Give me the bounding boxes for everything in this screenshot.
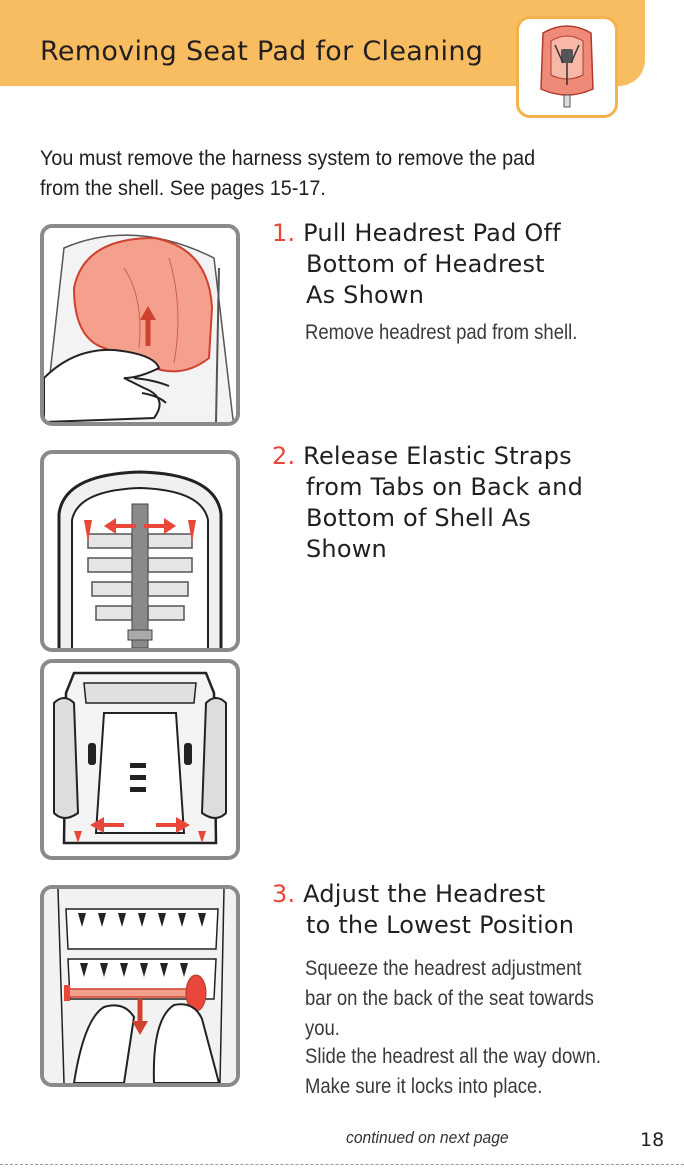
page-title: Removing Seat Pad for Cleaning	[40, 36, 484, 67]
step-2-heading-line-1: Release Elastic Straps	[303, 442, 572, 470]
headrest-pad-illustration	[40, 224, 240, 426]
shell-back-illustration	[40, 450, 240, 652]
page-bottom-rule	[0, 1164, 684, 1165]
continued-note: continued on next page	[346, 1128, 509, 1147]
page-number: 18	[640, 1129, 665, 1151]
step-3-body-line-3: you.	[305, 1016, 340, 1040]
step-2-heading-line-2: from Tabs on Back and	[306, 473, 584, 501]
step-2-heading: 2. Release Elastic Straps from Tabs on B…	[272, 441, 583, 565]
shell-bottom-illustration	[40, 659, 240, 860]
step-3-heading-line-2: to the Lowest Position	[306, 911, 575, 939]
step-3-number: 3.	[272, 880, 296, 908]
step-1-heading-line-1: Pull Headrest Pad Off	[303, 219, 561, 247]
step-3-body-line-5: Make sure it locks into place.	[305, 1074, 543, 1098]
step-2-number: 2.	[272, 442, 296, 470]
intro-text: You must remove the harness system to re…	[40, 143, 592, 203]
step-3-body-paragraph-1: Squeeze the headrest adjustment bar on t…	[305, 953, 615, 1043]
step-1-number: 1.	[272, 219, 296, 247]
car-seat-icon	[516, 16, 618, 118]
step-3-body-line-2: bar on the back of the seat towards	[305, 986, 594, 1010]
step-3-body-line-1: Squeeze the headrest adjustment	[305, 956, 582, 980]
step-1-body-line-1: Remove headrest pad from shell.	[305, 320, 578, 344]
intro-line-2: from the shell. See pages 15-17.	[40, 176, 326, 200]
intro-line-1: You must remove the harness system to re…	[40, 146, 536, 170]
step-3-body-paragraph-2: Slide the headrest all the way down. Mak…	[305, 1041, 615, 1101]
step-1-body: Remove headrest pad from shell.	[305, 317, 615, 347]
step-2-heading-line-4: Shown	[306, 535, 387, 563]
step-3-heading: 3. Adjust the Headrest to the Lowest Pos…	[272, 879, 574, 941]
step-2-heading-line-3: Bottom of Shell As	[306, 504, 532, 532]
headrest-adjust-illustration	[40, 885, 240, 1087]
step-3-body-line-4: Slide the headrest all the way down.	[305, 1044, 602, 1068]
step-1-heading-line-3: As Shown	[306, 281, 425, 309]
step-3-heading-line-1: Adjust the Headrest	[303, 880, 546, 908]
step-1-heading: 1. Pull Headrest Pad Off Bottom of Headr…	[272, 218, 561, 311]
step-1-heading-line-2: Bottom of Headrest	[306, 250, 545, 278]
